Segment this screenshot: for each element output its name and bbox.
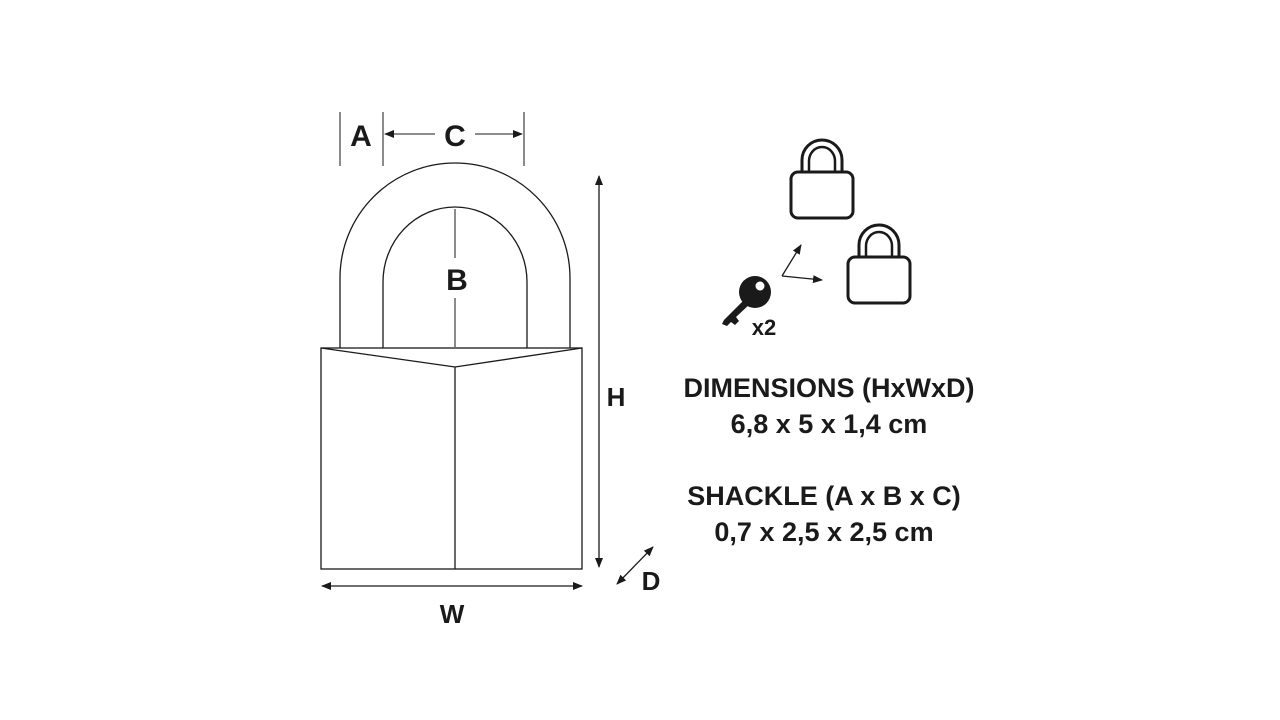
- label-b: B: [446, 264, 468, 297]
- dimensions-value: 6,8 x 5 x 1,4 cm: [730, 409, 928, 439]
- key-count: x2: [752, 315, 776, 340]
- label-c: C: [444, 120, 466, 153]
- shackle-spec: SHACKLE (A x B x C) 0,7 x 2,5 x 2,5 cm: [624, 478, 1024, 550]
- padlock-icon: [846, 223, 912, 305]
- padlock-body: [320, 347, 583, 570]
- dimension-a: [339, 112, 384, 166]
- dimension-d: [616, 546, 654, 585]
- shackle-heading: SHACKLE (A x B x C): [687, 481, 961, 511]
- label-a: A: [350, 120, 372, 153]
- arrow-icon: [781, 244, 823, 284]
- dimensions-heading: DIMENSIONS (HxWxD): [683, 373, 975, 403]
- dimensions-spec: DIMENSIONS (HxWxD) 6,8 x 5 x 1,4 cm: [629, 370, 1029, 442]
- shackle-value: 0,7 x 2,5 x 2,5 cm: [714, 517, 934, 547]
- label-w: W: [440, 599, 465, 629]
- shackle-inner: [382, 206, 528, 350]
- shackle-outer: [339, 162, 571, 348]
- label-h: H: [607, 382, 626, 412]
- dimension-c: [384, 112, 525, 166]
- padlock-icon: [789, 138, 855, 220]
- padlock-icon: [320, 162, 583, 570]
- label-d: D: [642, 566, 661, 596]
- key-icon: [722, 276, 771, 326]
